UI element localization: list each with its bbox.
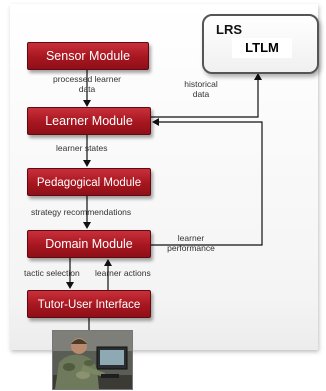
performance-label-line2: performance bbox=[167, 243, 215, 253]
learner-module-box: Learner Module bbox=[27, 107, 151, 135]
learner-performance-label: learner performance bbox=[163, 233, 219, 253]
lrs-title: LRS bbox=[216, 22, 242, 37]
tutor-user-interface-label: Tutor-User Interface bbox=[37, 299, 141, 311]
historical-label-line2: data bbox=[192, 89, 210, 99]
learner-module-label: Learner Module bbox=[45, 114, 133, 128]
sensor-module-label: Sensor Module bbox=[45, 49, 131, 63]
soldier-using-computer-photo bbox=[52, 330, 133, 390]
processed-label-line2: data bbox=[78, 84, 96, 94]
performance-label-line1: learner bbox=[177, 233, 205, 243]
tactic-selection-label: tactic selection bbox=[24, 268, 80, 278]
learner-states-label: learner states bbox=[56, 143, 108, 153]
pedagogical-module-label: Pedagogical Module bbox=[36, 177, 142, 189]
sensor-module-box: Sensor Module bbox=[27, 42, 149, 70]
processed-label-line1: processed learner bbox=[52, 74, 122, 84]
processed-learner-data-label: processed learner data bbox=[44, 74, 130, 94]
historical-label-line1: historical bbox=[184, 79, 218, 89]
domain-module-label: Domain Module bbox=[45, 237, 133, 251]
photo-illustration bbox=[53, 331, 132, 389]
arrow-learner-to-lrs bbox=[150, 73, 262, 118]
ltlm-label: LTLM bbox=[232, 38, 292, 58]
domain-module-box: Domain Module bbox=[27, 230, 151, 258]
historical-data-label: historical data bbox=[176, 79, 226, 99]
lrs-box: LRS LTLM bbox=[202, 14, 319, 74]
learner-actions-label: learner actions bbox=[95, 268, 151, 278]
strategy-recommendations-label: strategy recommendations bbox=[31, 207, 132, 217]
tutor-user-interface-box: Tutor-User Interface bbox=[27, 290, 151, 318]
pedagogical-module-box: Pedagogical Module bbox=[27, 168, 151, 196]
arrow-domain-to-learner bbox=[150, 118, 263, 246]
